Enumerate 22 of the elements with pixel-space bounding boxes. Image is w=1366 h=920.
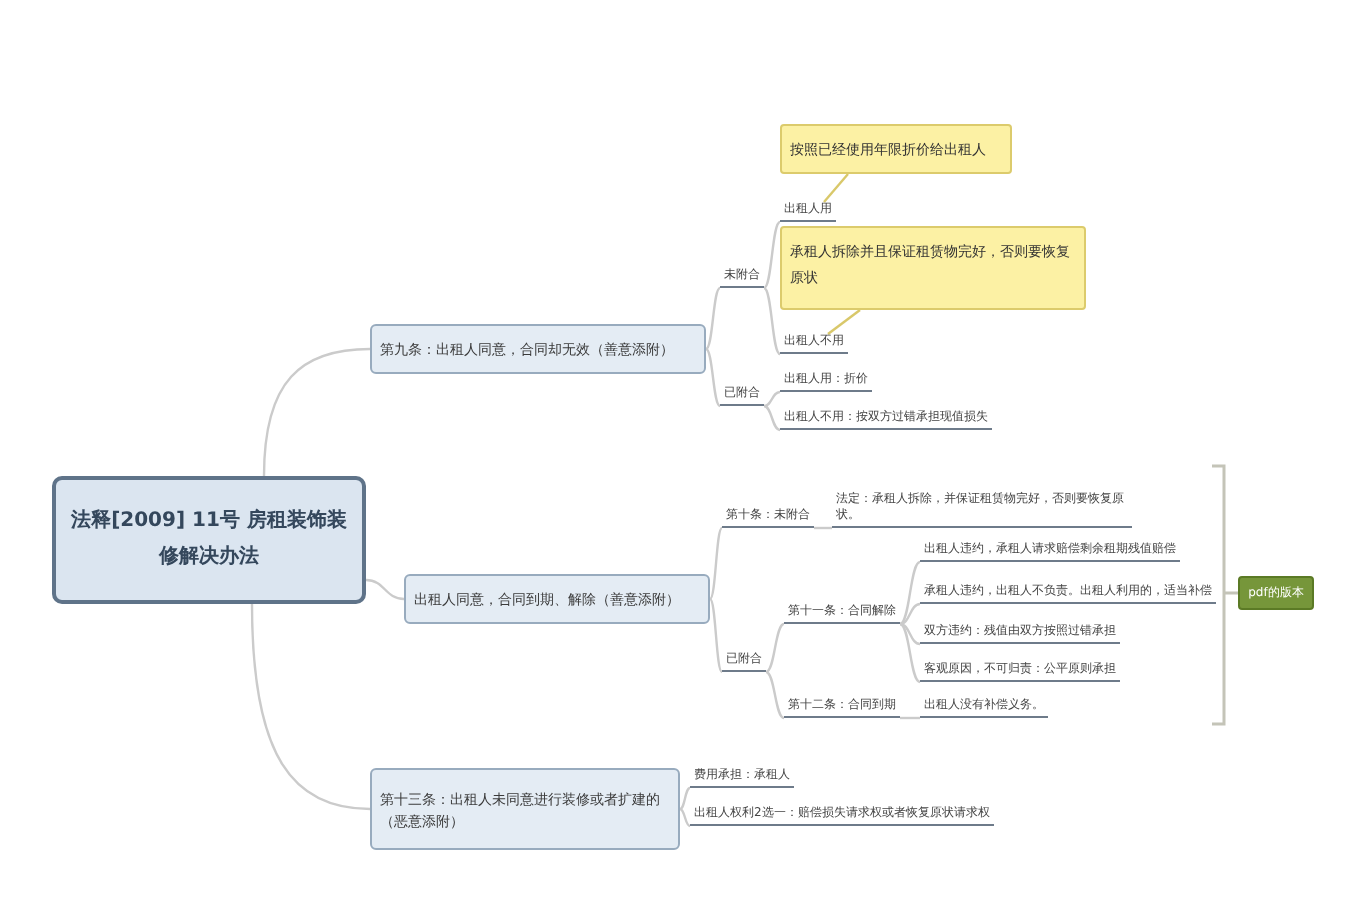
connector-line xyxy=(899,622,921,646)
connector-line xyxy=(899,560,921,626)
central-topic-box: 法释[2009] 11号 房租装饰装修解决办法 xyxy=(52,476,366,604)
connector-line xyxy=(705,348,721,407)
connector-line xyxy=(262,347,371,477)
connector-line xyxy=(679,808,691,827)
connector-line xyxy=(250,603,371,811)
connector-line xyxy=(679,787,691,810)
connector-line xyxy=(765,670,785,720)
connector-line xyxy=(763,390,781,408)
connector-line xyxy=(899,602,921,626)
connector-line xyxy=(709,527,723,600)
connector-line xyxy=(899,622,921,684)
connector-line xyxy=(765,622,785,674)
connector-line xyxy=(705,287,721,350)
connector-line xyxy=(814,526,832,530)
connector-line xyxy=(763,287,781,355)
connector-line xyxy=(365,578,405,601)
connector-line xyxy=(709,598,723,673)
connector-line xyxy=(763,221,781,289)
connector-line xyxy=(900,716,920,720)
connector-line xyxy=(763,404,781,432)
